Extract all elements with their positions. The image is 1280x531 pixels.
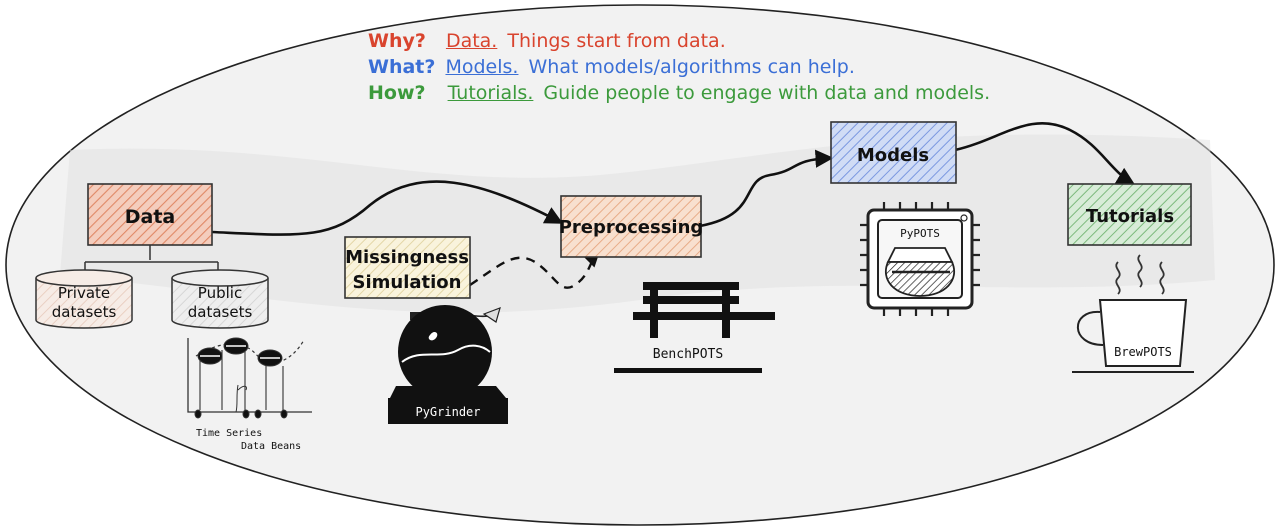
- public-datasets-label-line1: Public: [198, 284, 242, 302]
- public-datasets-cylinder: [171, 269, 269, 329]
- what-text: What models/algorithms can help.: [528, 56, 855, 78]
- missingness-node-label-line2: Simulation: [353, 272, 462, 293]
- benchpots-illustration: [614, 282, 775, 373]
- private-datasets-label-line2: datasets: [52, 303, 117, 321]
- pypots-illustration: [860, 202, 980, 316]
- arrow-missingness-to-preprocessing: [469, 249, 601, 289]
- private-datasets-cylinder: [35, 269, 133, 329]
- data-node: [87, 183, 213, 246]
- arrow-data-to-preprocessing: [211, 180, 564, 236]
- private-datasets-label-line1: Private: [58, 284, 110, 302]
- missingness-node: [344, 236, 471, 299]
- how-key: Tutorials.: [447, 82, 534, 104]
- header-how-line: How? Tutorials. Guide people to engage w…: [368, 82, 990, 104]
- tutorials-node-label: Tutorials: [1086, 206, 1174, 227]
- benchpots-label: BenchPOTS: [653, 347, 723, 362]
- pygrinder-illustration: [388, 305, 508, 424]
- why-text: Things start from data.: [507, 30, 726, 52]
- data-tree-connector: [84, 245, 219, 272]
- beans-label-line2: Data Beans: [241, 441, 301, 452]
- models-node: [830, 121, 957, 184]
- preprocessing-node-label: Preprocessing: [559, 217, 704, 238]
- pypots-label: PyPOTS: [900, 227, 940, 240]
- why-question: Why?: [368, 30, 426, 52]
- preprocessing-node: [560, 195, 702, 258]
- what-question: What?: [368, 56, 436, 78]
- arrow-models-to-tutorials: [954, 121, 1136, 185]
- brewpots-label: BrewPOTS: [1114, 345, 1172, 359]
- pygrinder-label: PyGrinder: [415, 405, 480, 419]
- beans-label-line1: Time Series: [196, 428, 262, 439]
- data-node-label: Data: [125, 206, 176, 228]
- why-key: Data.: [445, 30, 498, 52]
- how-question: How?: [368, 82, 426, 104]
- public-datasets-label-line2: datasets: [188, 303, 253, 321]
- arrow-preprocessing-to-models: [699, 149, 834, 228]
- what-key: Models.: [445, 56, 519, 78]
- how-text: Guide people to engage with data and mod…: [543, 82, 991, 104]
- models-node-label: Models: [857, 145, 929, 166]
- brewpots-illustration: [1072, 254, 1194, 373]
- missingness-node-label-line1: Missingness: [345, 247, 469, 268]
- tutorials-node: [1067, 183, 1192, 246]
- header-what-line: What? Models. What models/algorithms can…: [368, 56, 855, 78]
- data-beans-illustration: [187, 337, 312, 419]
- header-why-line: Why? Data. Things start from data.: [368, 30, 726, 52]
